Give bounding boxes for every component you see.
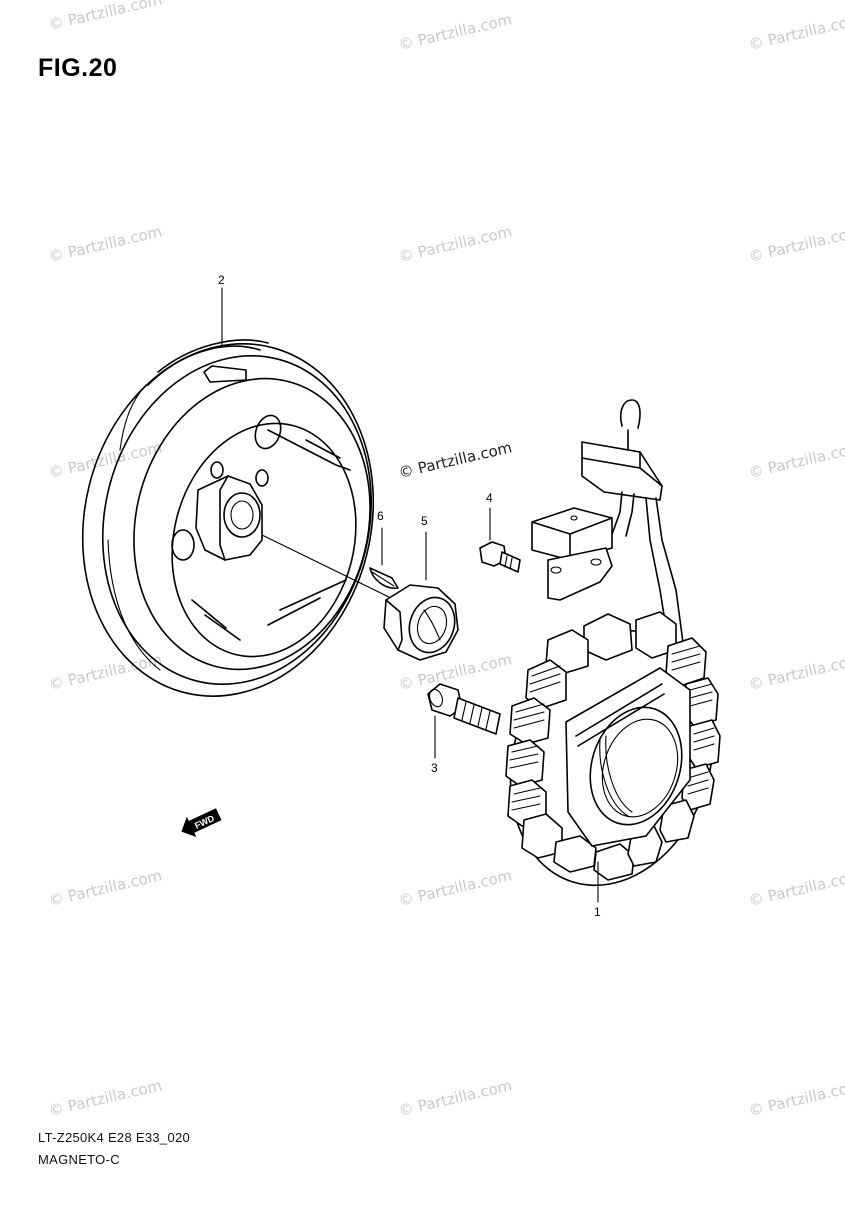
part-number-6: 6	[377, 509, 384, 523]
part-number-3: 3	[431, 761, 438, 775]
watermark: © Partzilla.com	[397, 866, 514, 910]
center-axis-line	[261, 534, 396, 601]
flywheel-rotor[interactable]	[46, 313, 410, 728]
watermark: © Partzilla.com	[397, 1076, 514, 1120]
watermark: © Partzilla.com	[47, 222, 164, 266]
diagram-code: LT-Z250K4 E28 E33_020	[38, 1130, 191, 1145]
diagram-name: MAGNETO-C	[38, 1152, 120, 1167]
watermark: © Partzilla.com	[747, 866, 845, 910]
watermark: © Partzilla.com	[47, 0, 164, 34]
fwd-arrow-icon: FWD	[181, 808, 222, 838]
pickup-bolt[interactable]	[479, 541, 521, 573]
rotor-nut[interactable]	[383, 584, 462, 661]
part-number-1: 1	[594, 905, 601, 919]
watermark: © Partzilla.com	[747, 222, 845, 266]
woodruff-key[interactable]	[369, 567, 399, 589]
watermark: © Partzilla.com	[747, 1076, 845, 1120]
stator-bolt[interactable]	[427, 683, 501, 735]
part-number-5: 5	[421, 514, 428, 528]
watermark: © Partzilla.com	[747, 10, 845, 54]
watermark: © Partzilla.com	[47, 1076, 164, 1120]
watermarks: © Partzilla.com © Partzilla.com © Partzi…	[47, 0, 845, 1120]
stator-assembly[interactable]	[479, 399, 746, 912]
watermark: © Partzilla.com	[747, 650, 845, 694]
watermark: © Partzilla.com	[47, 866, 164, 910]
watermark: © Partzilla.com	[397, 10, 514, 54]
part-number-2: 2	[218, 273, 225, 287]
watermark: © Partzilla.com	[397, 438, 514, 482]
part-number-4: 4	[486, 491, 493, 505]
figure-title: FIG.20	[38, 54, 118, 82]
watermark: © Partzilla.com	[397, 222, 514, 266]
watermark: © Partzilla.com	[747, 438, 845, 482]
